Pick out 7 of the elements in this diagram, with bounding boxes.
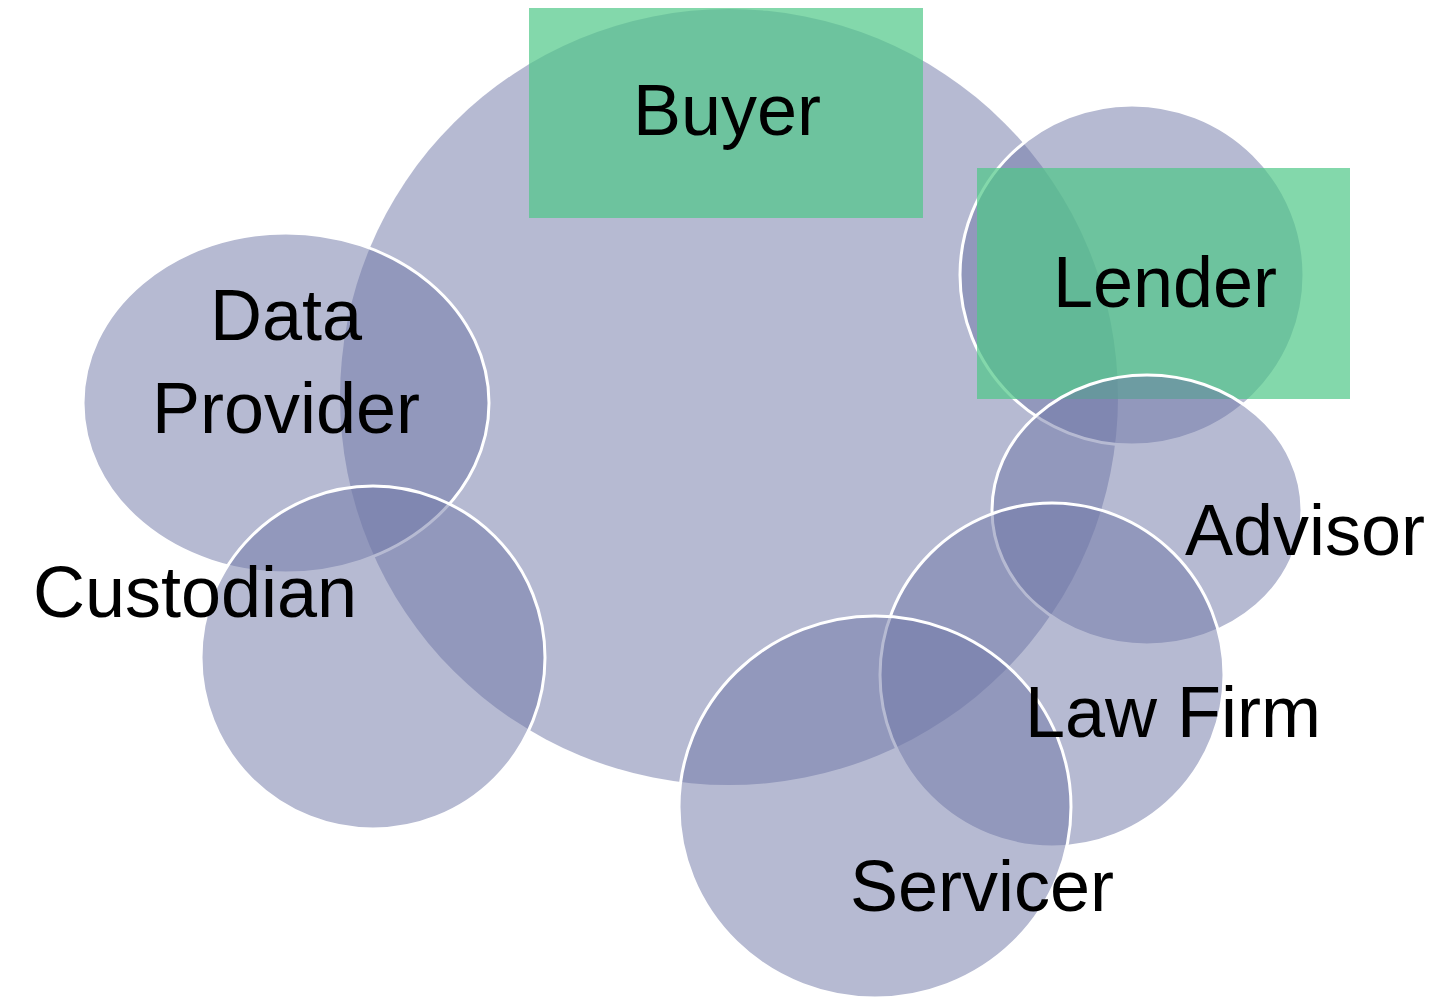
node-label: Data Provider (150, 274, 422, 450)
node-label: Lender (1052, 240, 1278, 324)
node-label: Buyer (632, 68, 822, 152)
node-label: Advisor (1184, 488, 1426, 572)
node-label: Custodian (32, 550, 358, 634)
node-label: Law Firm (1025, 670, 1321, 754)
node-label: Servicer (849, 844, 1115, 928)
